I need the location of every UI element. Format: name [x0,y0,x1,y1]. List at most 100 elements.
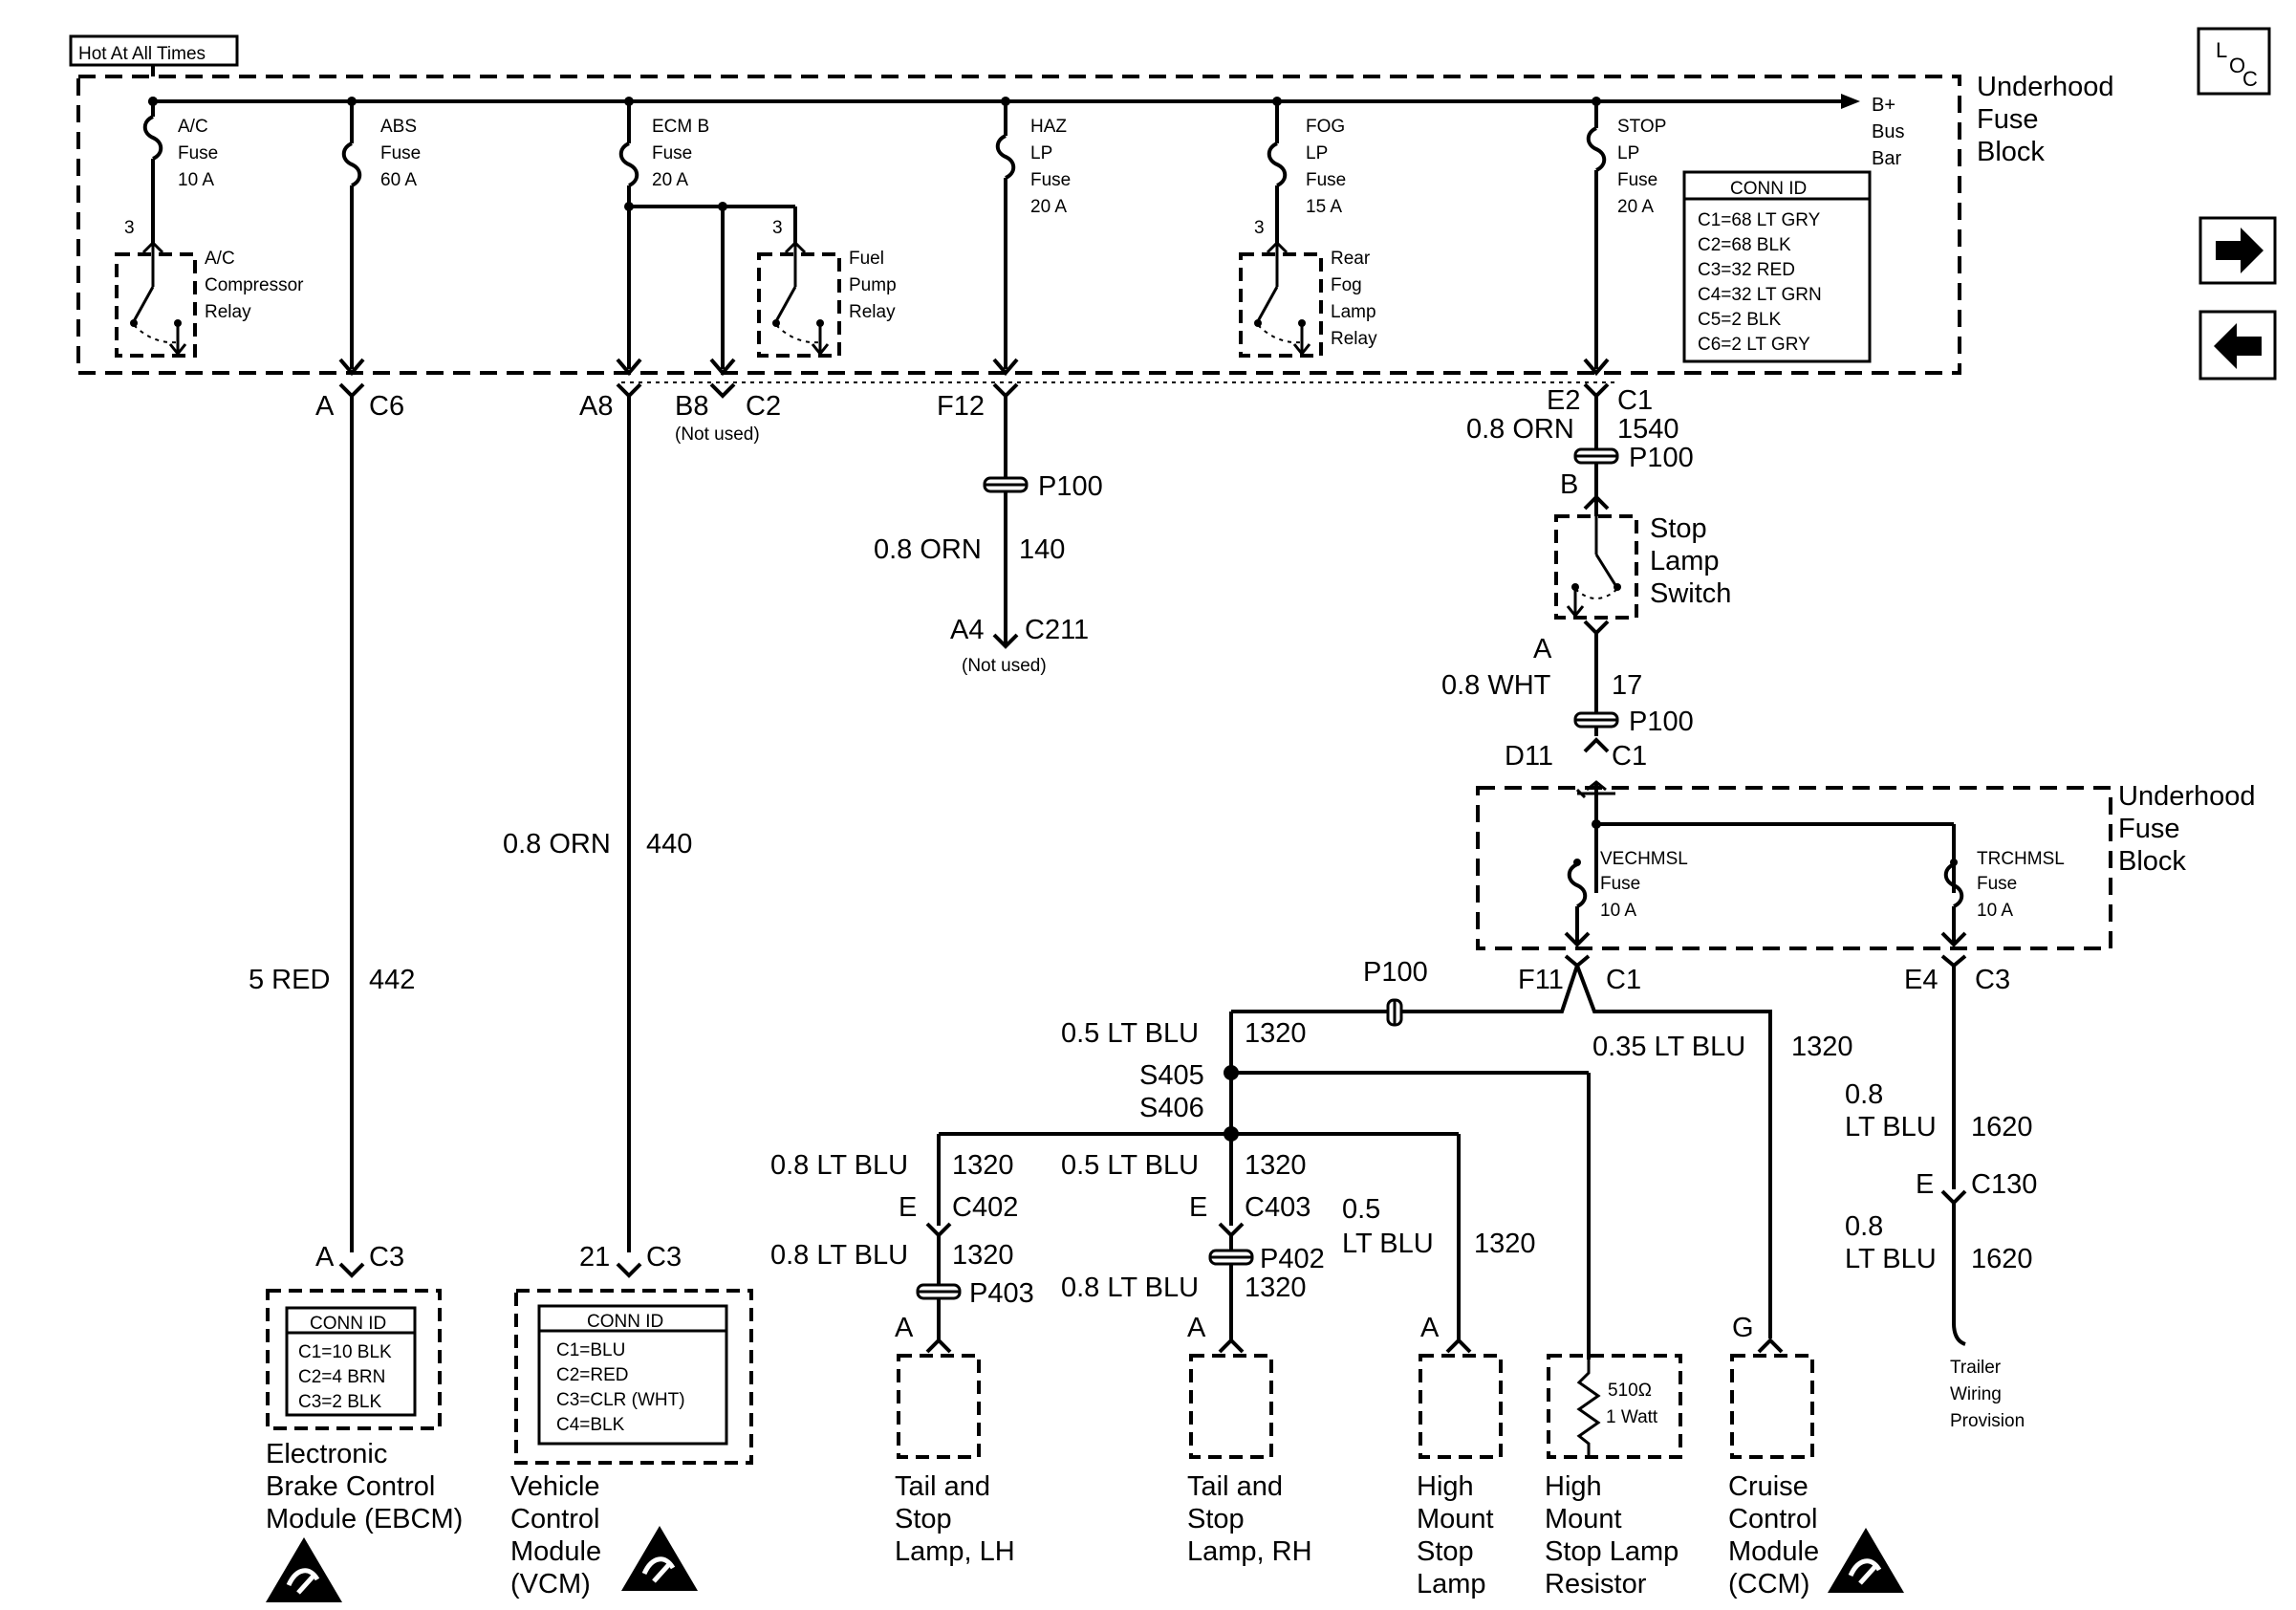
svg-text:Fuse: Fuse [1617,170,1657,190]
svg-text:A: A [1533,634,1552,664]
fuel-pump-relay: 3 Fuel Pump Relay [757,218,897,358]
prev-page-button[interactable] [2199,310,2277,381]
svg-text:21: 21 [579,1242,610,1273]
svg-text:C2=4 BRN: C2=4 BRN [298,1367,385,1387]
svg-text:Trailer: Trailer [1950,1358,2002,1378]
svg-text:Cruise: Cruise [1728,1471,1809,1502]
hmsl-resistor: 510Ω 1 Watt High Mount Stop Lamp Resisto… [1545,1354,1682,1599]
svg-text:Bar: Bar [1872,148,1901,169]
svg-text:(Not used): (Not used) [962,656,1047,676]
svg-text:20 A: 20 A [1617,197,1654,217]
svg-text:0.5 LT BLU: 0.5 LT BLU [1061,1150,1199,1181]
stop-lp-fuse: STOP LP Fuse 20 A [1583,97,1666,377]
cruise-control-module: Cruise Control Module (CCM) [1728,1354,1904,1599]
svg-text:P100: P100 [1629,707,1694,737]
svg-text:1320: 1320 [952,1240,1014,1271]
svg-text:Fuse: Fuse [1600,874,1640,894]
svg-text:1320: 1320 [1245,1018,1307,1049]
svg-text:0.8 LT BLU: 0.8 LT BLU [770,1240,908,1271]
svg-text:20 A: 20 A [1030,197,1067,217]
svg-text:C2=RED: C2=RED [556,1365,629,1385]
svg-text:S406: S406 [1139,1093,1204,1123]
svg-text:Fuse: Fuse [652,143,692,163]
hmsl-circuit: 0.5 LT BLU 1320 A [1342,1194,1536,1354]
arrow-left-icon [2214,323,2262,369]
svg-text:CONN ID: CONN ID [310,1314,386,1334]
tail-stop-lh-circuit: 0.8 LT BLU 1320 E C402 0.8 LT BLU 1320 P… [770,1134,1034,1354]
svg-text:Module: Module [510,1536,601,1567]
svg-text:0.8: 0.8 [1845,1211,1883,1242]
svg-text:Underhood: Underhood [1977,72,2114,102]
loc-icon[interactable]: L O C [2197,27,2271,96]
svg-text:3: 3 [1254,218,1265,238]
svg-text:17: 17 [1612,670,1642,701]
svg-text:C1: C1 [1617,385,1653,416]
svg-text:S405: S405 [1139,1060,1204,1091]
svg-text:Relay: Relay [1331,329,1377,349]
svg-text:Stop: Stop [1650,513,1707,544]
esd-sensitive-icon [1828,1528,1904,1593]
haz-circuit: F12 P100 0.8 ORN 140 A4 C211 (Not used) [874,382,1103,676]
svg-text:C1: C1 [1612,741,1647,772]
esd-sensitive-icon [266,1537,342,1602]
svg-text:Stop: Stop [895,1504,952,1534]
tail-stop-rh-circuit: 0.5 LT BLU 1320 E C403 P402 0.8 LT BLU 1… [1061,1134,1325,1354]
high-mount-stop-lamp: High Mount Stop Lamp [1417,1354,1503,1599]
svg-text:C2=68 BLK: C2=68 BLK [1698,235,1791,255]
vechmsl-circuit: F11 C1 P100 0.5 LT BLU 1320 0.35 LT BLU … [939,954,1853,1360]
svg-text:Fuse: Fuse [1977,874,2017,894]
svg-text:C6: C6 [369,391,404,422]
svg-text:C6=2 LT GRY: C6=2 LT GRY [1698,335,1810,355]
svg-text:Lamp: Lamp [1331,302,1376,322]
svg-text:C130: C130 [1971,1169,2037,1200]
svg-text:0.8 LT BLU: 0.8 LT BLU [770,1150,908,1181]
svg-text:C402: C402 [952,1192,1018,1223]
svg-text:B: B [1560,469,1578,500]
svg-text:P402: P402 [1260,1244,1325,1274]
svg-text:0.5: 0.5 [1342,1194,1380,1225]
svg-text:10 A: 10 A [178,170,214,190]
svg-text:0.8: 0.8 [1845,1079,1883,1110]
svg-text:E: E [1189,1192,1207,1223]
svg-text:Stop Lamp: Stop Lamp [1545,1536,1679,1567]
svg-text:510Ω: 510Ω [1608,1381,1652,1401]
fuse-block-conn-id: CONN ID C1=68 LT GRY C2=68 BLK C3=32 RED… [1682,170,1872,363]
hot-at-all-times-label: Hot At All Times [69,34,239,67]
svg-text:442: 442 [369,965,415,995]
fog-lp-fuse: FOG LP Fuse 15 A [1267,97,1346,243]
svg-text:Module (EBCM): Module (EBCM) [266,1504,463,1534]
svg-text:C3=32 RED: C3=32 RED [1698,260,1795,280]
underhood-fuse-block-2: Underhood Fuse Block [1476,780,2256,950]
svg-text:P100: P100 [1629,443,1694,473]
svg-text:A/C: A/C [205,249,235,269]
svg-text:20 A: 20 A [652,170,688,190]
svg-text:Electronic: Electronic [266,1439,387,1469]
svg-text:LP: LP [1617,143,1639,163]
svg-text:C4=32 LT GRN: C4=32 LT GRN [1698,285,1822,305]
svg-text:0.8 LT BLU: 0.8 LT BLU [1061,1273,1199,1303]
svg-text:A: A [315,391,335,422]
svg-text:1320: 1320 [1791,1032,1853,1062]
svg-text:B8: B8 [675,391,708,422]
svg-text:A: A [1187,1313,1206,1343]
stop-circuit: E2 C1 0.8 ORN 1540 P100 B [1466,382,1694,516]
svg-text:Lamp: Lamp [1417,1569,1486,1599]
svg-text:Control: Control [1728,1504,1818,1534]
svg-text:FOG: FOG [1306,117,1345,137]
svg-text:60 A: 60 A [380,170,417,190]
svg-text:Mount: Mount [1417,1504,1494,1534]
svg-text:A: A [315,1242,335,1273]
svg-text:Stop: Stop [1417,1536,1474,1567]
svg-text:ECM B: ECM B [652,117,709,137]
svg-text:LT BLU: LT BLU [1845,1244,1937,1274]
svg-text:3: 3 [772,218,783,238]
svg-text:C3=2 BLK: C3=2 BLK [298,1392,381,1412]
svg-text:C3: C3 [369,1242,404,1273]
vechmsl-fuse: VECHMSL Fuse 10 A [1564,849,1688,947]
svg-text:5 RED: 5 RED [249,965,330,995]
svg-text:10 A: 10 A [1977,901,2013,921]
next-page-button[interactable] [2199,216,2277,285]
svg-text:Hot At All Times: Hot At All Times [78,44,206,64]
svg-text:A: A [1420,1313,1440,1343]
